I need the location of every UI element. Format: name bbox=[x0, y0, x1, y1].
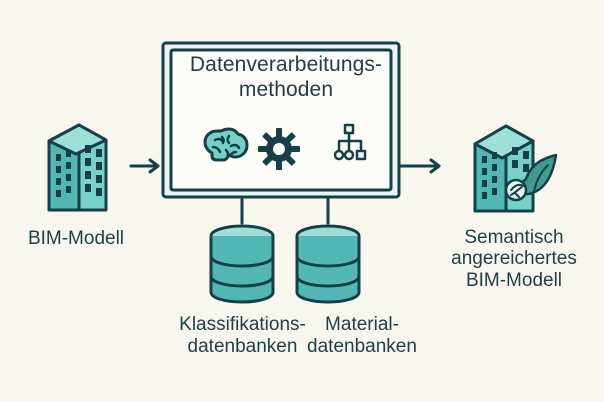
output-label: Semantisch angereichertes BIM-Modell bbox=[437, 227, 591, 291]
classification-db-label: Klassifikations- datenbanken bbox=[170, 314, 315, 358]
brain-icon bbox=[203, 127, 249, 162]
building-icon bbox=[47, 123, 108, 212]
building-leaf-icon bbox=[473, 124, 558, 213]
hierarchy-icon bbox=[333, 123, 367, 161]
gear-icon bbox=[258, 128, 300, 170]
material-db-label: Material- datenbanken bbox=[300, 314, 424, 358]
database-icon bbox=[295, 224, 361, 304]
output-label-line-1: Semantisch bbox=[464, 227, 564, 248]
classification-db-label-line-2: datenbanken bbox=[187, 335, 298, 357]
classification-db-label-line-1: Klassifikations- bbox=[179, 314, 306, 335]
output-label-line-3: BIM-Modell bbox=[465, 269, 563, 291]
input-label: BIM-Modell bbox=[27, 228, 125, 249]
material-db-label-line-1: Material- bbox=[325, 314, 399, 335]
connector-lines bbox=[129, 158, 441, 225]
database-icon bbox=[209, 224, 275, 304]
process-box-title: Datenverarbeitungs- methoden bbox=[174, 53, 398, 103]
material-db-label-line-2: datenbanken bbox=[307, 335, 417, 357]
process-title-line-1: Datenverarbeitungs- bbox=[189, 53, 383, 76]
process-title-line-2: methoden bbox=[238, 77, 334, 101]
output-label-line-2: angereichertes bbox=[451, 248, 577, 270]
